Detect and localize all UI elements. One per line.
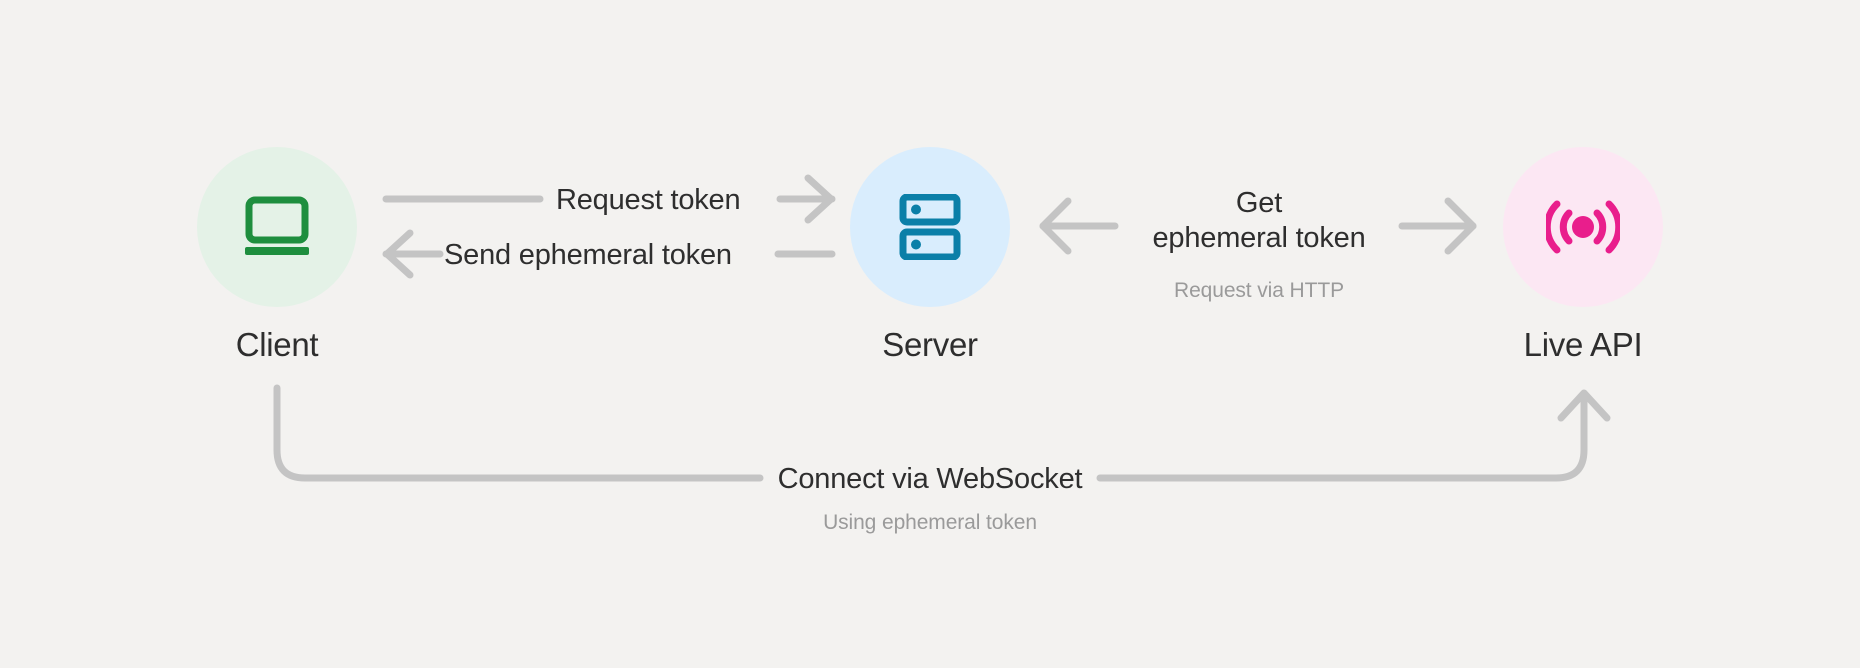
websocket-path-left xyxy=(273,384,764,482)
request-token-arrowhead xyxy=(804,174,835,224)
node-live-api[interactable]: Live API xyxy=(1483,147,1683,363)
send-ephemeral-token-arrowhead xyxy=(383,229,414,279)
edge-label-get-ephemeral-token-line1: Get xyxy=(1235,187,1283,219)
server-rack-icon xyxy=(899,194,961,260)
node-live-api-label: Live API xyxy=(1523,326,1643,363)
edge-label-connect-via-websocket: Connect via WebSocket xyxy=(777,463,1083,495)
laptop-icon xyxy=(245,196,309,255)
edge-label-get-ephemeral-token: Get ephemeral token xyxy=(1128,186,1390,257)
node-server-label: Server xyxy=(882,326,978,363)
node-client[interactable]: Client xyxy=(177,147,377,363)
edge-label-request-token: Request token xyxy=(556,184,741,216)
node-server-circle xyxy=(850,147,1010,307)
node-server[interactable]: Server xyxy=(830,147,1030,363)
edge-label-send-ephemeral-token: Send ephemeral token xyxy=(444,239,732,271)
websocket-path-right xyxy=(1096,390,1588,482)
get-ephemeral-token-arrowhead-right xyxy=(1444,197,1477,255)
edge-sublabel-connect-via-websocket: Using ephemeral token xyxy=(823,511,1037,534)
broadcast-signal-icon xyxy=(1546,200,1620,254)
node-live-api-circle xyxy=(1503,147,1663,307)
get-ephemeral-token-arrowhead-left xyxy=(1039,197,1072,255)
edge-sublabel-get-ephemeral-token: Request via HTTP xyxy=(1174,279,1344,302)
node-client-circle xyxy=(197,147,357,307)
node-client-label: Client xyxy=(235,326,319,363)
websocket-arrowhead-up xyxy=(1557,389,1611,422)
edge-label-get-ephemeral-token-line2: ephemeral token xyxy=(1152,222,1366,255)
